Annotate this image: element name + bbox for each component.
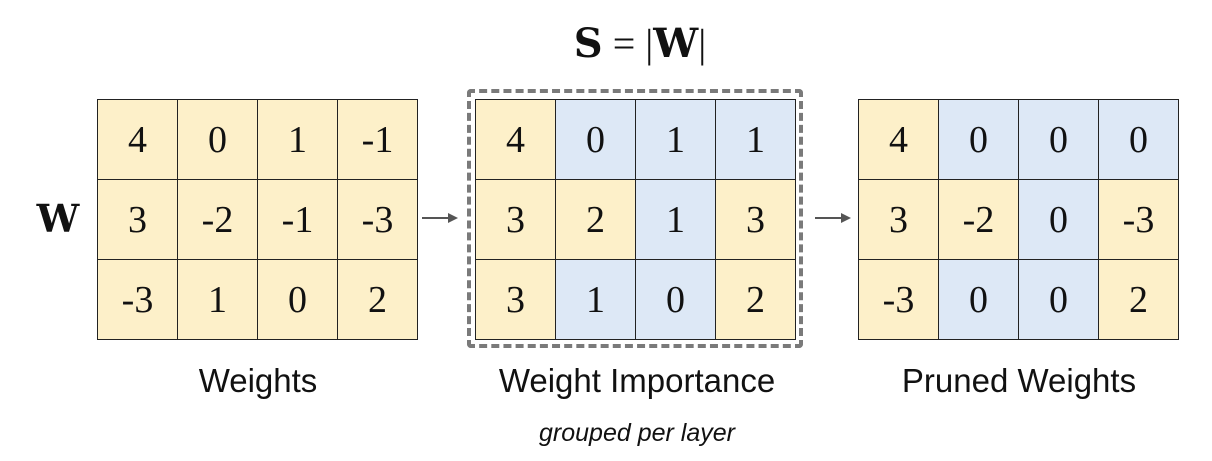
matrix-cell: 2: [556, 180, 636, 260]
matrix-cell: -3: [338, 180, 418, 260]
arrow-right-icon: [815, 213, 851, 223]
formula-close: |: [698, 21, 707, 66]
matrix-cell: 1: [636, 100, 716, 180]
matrix-cell: 4: [476, 100, 556, 180]
matrix-cell: 3: [716, 180, 796, 260]
pruned-caption: Pruned Weights: [901, 362, 1137, 399]
matrix-cell: 2: [1099, 260, 1179, 340]
matrix-cell: -3: [859, 260, 939, 340]
matrix-cell: -1: [338, 100, 418, 180]
matrix-cell: 0: [636, 260, 716, 340]
matrix-cell: 3: [476, 180, 556, 260]
importance-formula: S = |W|: [540, 20, 740, 67]
importance-subcaption: grouped per layer: [539, 419, 735, 447]
matrix-cell: 1: [636, 180, 716, 260]
matrix-cell: 0: [1019, 100, 1099, 180]
matrix-cell: 0: [1019, 180, 1099, 260]
matrix-cell: -3: [1099, 180, 1179, 260]
matrix-cell: 0: [1019, 260, 1099, 340]
formula-eq: = |: [602, 21, 654, 66]
matrix-cell: 4: [98, 100, 178, 180]
matrix-cell: 4: [859, 100, 939, 180]
matrix-cell: 2: [716, 260, 796, 340]
matrix-cell: 3: [98, 180, 178, 260]
matrix-cell: 1: [716, 100, 796, 180]
importance-caption: Weight Importance: [498, 362, 776, 399]
arrow-right-icon: [422, 213, 458, 223]
matrix-cell: -2: [178, 180, 258, 260]
matrix-cell: 2: [338, 260, 418, 340]
matrix-cell: -2: [939, 180, 1019, 260]
matrix-cell: 1: [556, 260, 636, 340]
matrix-label: W: [36, 196, 80, 241]
matrix-cell: 3: [859, 180, 939, 260]
matrix-cell: -3: [98, 260, 178, 340]
matrix-cell: 3: [476, 260, 556, 340]
matrix-cell: 1: [258, 100, 338, 180]
matrix-cell: 0: [556, 100, 636, 180]
matrix-cell: 0: [178, 100, 258, 180]
matrix-cell: 0: [939, 100, 1019, 180]
matrix-cell: -1: [258, 180, 338, 260]
formula-s: S: [573, 20, 603, 67]
matrix-cell: 0: [258, 260, 338, 340]
matrix-cell: 1: [178, 260, 258, 340]
matrix-cell: 0: [1099, 100, 1179, 180]
weights-caption: Weights: [198, 362, 318, 399]
formula-w: W: [653, 20, 699, 67]
matrix-cell: 0: [939, 260, 1019, 340]
group-box: [467, 89, 803, 348]
